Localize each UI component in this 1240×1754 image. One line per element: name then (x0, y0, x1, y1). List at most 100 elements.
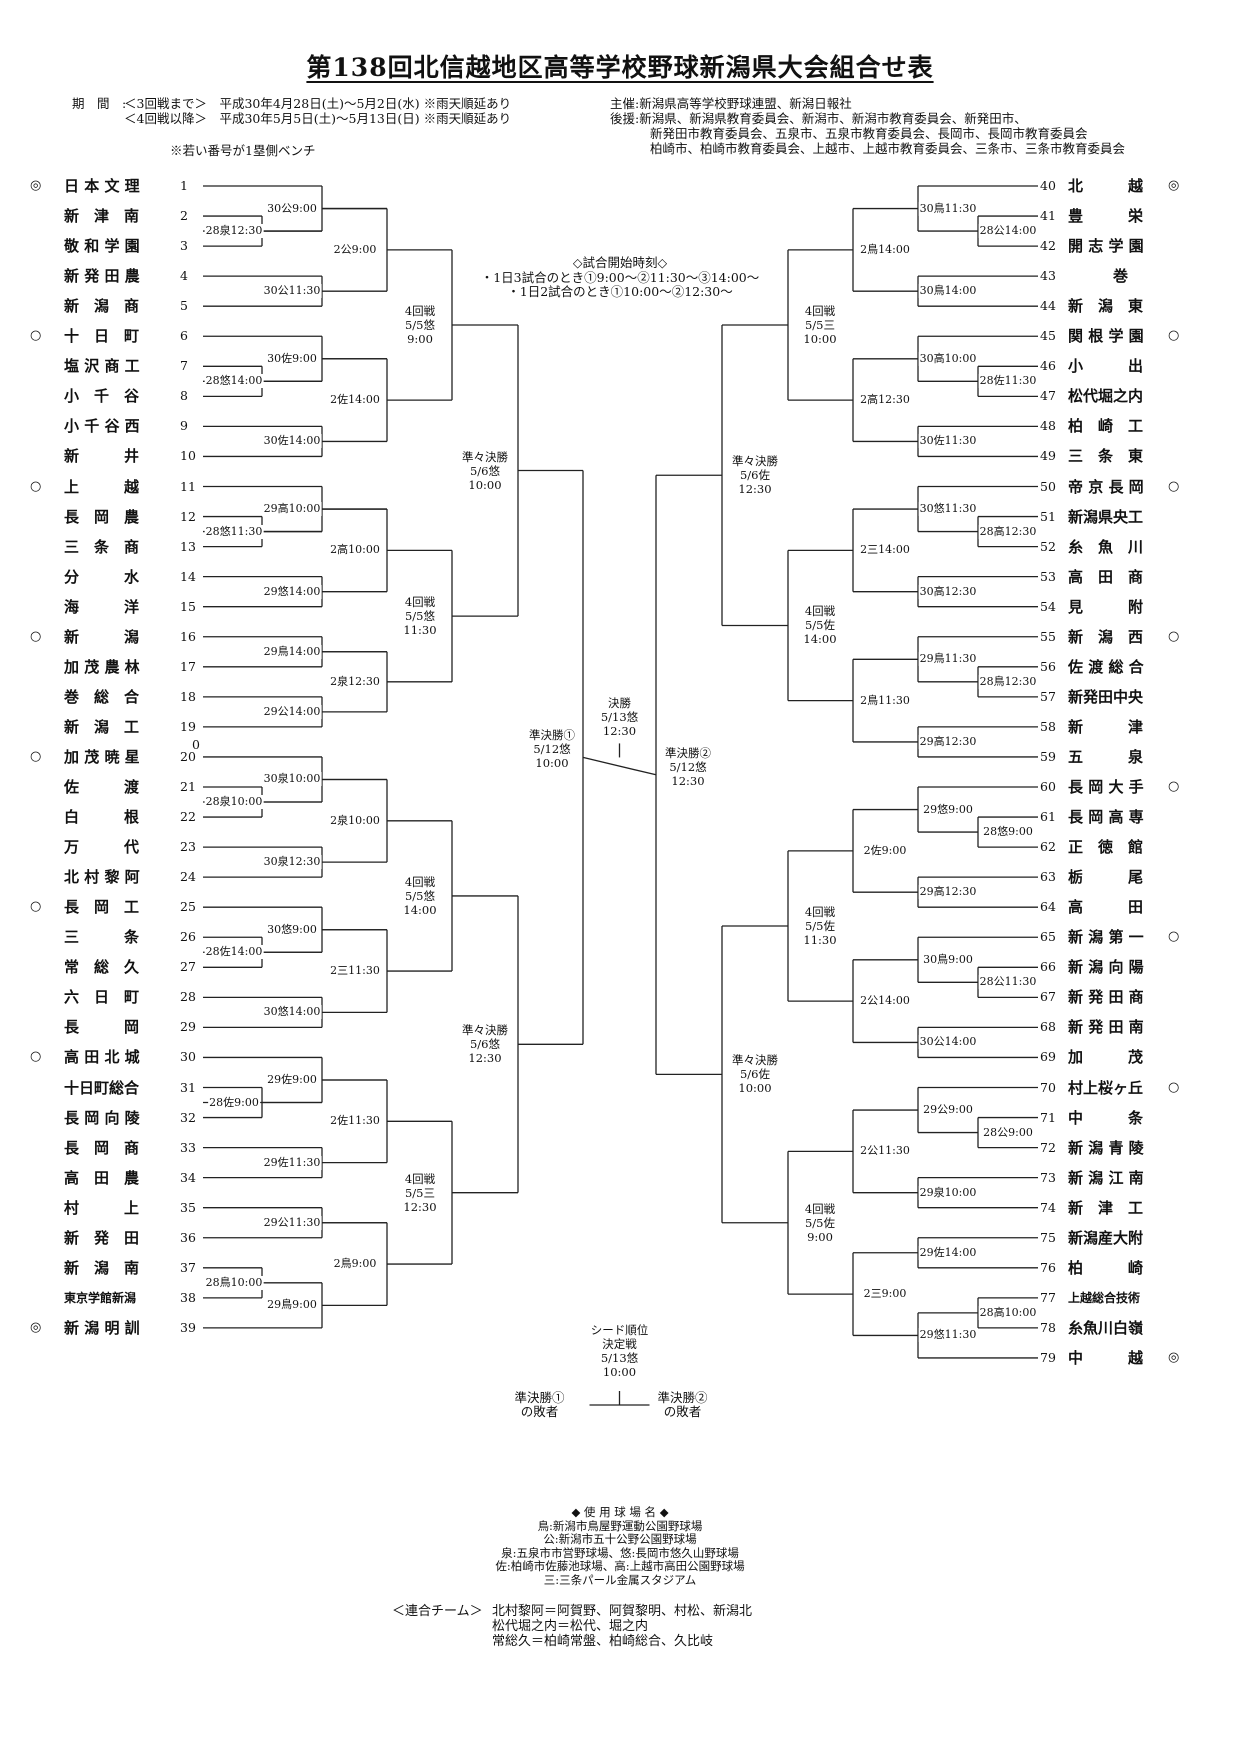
game-left-r2-2: 30佐9:00 (266, 351, 318, 366)
team-left-38: 東京学館新潟 (64, 1290, 137, 1305)
team-number-right-50: 50 (1040, 478, 1056, 494)
team-number-left-10: 10 (180, 448, 196, 464)
team-number-left-26: 26 (180, 929, 196, 945)
team-right-51: 新潟県央工 (1068, 507, 1144, 526)
seed-mark-left-25: ○ (30, 899, 42, 915)
final-game-date: 5/13悠 (600, 710, 639, 725)
team-right-57: 新発田中央 (1068, 687, 1144, 706)
team-number-right-42: 42 (1040, 238, 1056, 254)
team-number-right-76: 76 (1040, 1259, 1056, 1275)
game-left-r2-11: 30悠14:00 (262, 1005, 322, 1020)
team-right-45: 関 根 学 園 (1068, 327, 1144, 346)
team-number-right-65: 65 (1040, 929, 1056, 945)
team-right-67: 新 発 田 商 (1068, 988, 1144, 1007)
team-right-65: 新 潟 第 一 (1068, 928, 1144, 947)
game-right-r1-1: 28佐11:30 (978, 374, 1038, 389)
game-left-r4-0-date: 5/5悠 (404, 317, 436, 332)
seed-mark-right-70: ○ (1168, 1079, 1180, 1095)
start-times-box: ◇試合開始時刻◇ ・1日3試合のとき①9:00～②11:30～③14:00～ ・… (440, 255, 800, 300)
game-right-r3-4: 2佐9:00 (862, 843, 908, 858)
game-right-r3-6: 2公11:30 (859, 1144, 911, 1159)
seed-mark-right-50: ○ (1168, 478, 1180, 494)
venue-line-2: 公:新潟市五十公野公園野球場 (543, 1532, 697, 1546)
game-left-qf-0-round: 準々決勝 (462, 449, 508, 464)
host-text: 主催:新潟県高等学校野球連盟、新潟日報社 (610, 96, 852, 111)
team-number-right-43: 43 (1040, 268, 1056, 284)
game-right-r2-1: 30鳥14:00 (918, 284, 978, 299)
joint-teams-line-2: 松代堀之内＝松代、堀之内 (492, 1619, 649, 1634)
seed-mark-left-20: ○ (30, 748, 42, 764)
final-game-time: 12:30 (602, 724, 637, 739)
game-right-r4-2-date: 5/5佐 (804, 918, 835, 933)
game-left-r3-4: 2泉10:00 (329, 813, 381, 828)
game-right-r2-11: 30公14:00 (918, 1035, 978, 1050)
team-left-32: 長 岡 向 陵 (64, 1108, 140, 1127)
game-left-r4-1-time: 11:30 (403, 623, 437, 638)
game-right-r4-1-round: 4回戦 (804, 604, 836, 619)
team-number-right-78: 78 (1040, 1319, 1056, 1335)
game-right-r2-14: 29佐14:00 (918, 1245, 978, 1260)
game-left-r2-12: 29佐9:00 (266, 1072, 318, 1087)
team-left-4: 新 発 田 農 (64, 267, 140, 286)
game-left-qf-1-time: 12:30 (468, 1051, 502, 1066)
team-number-right-49: 49 (1040, 448, 1056, 464)
team-number-left-5: 5 (180, 298, 188, 314)
venue-box: ◆ 使 用 球 場 名 ◆ 鳥:新潟市鳥屋野運動公園野球場 公:新潟市五十公野公… (440, 1505, 800, 1587)
joint-teams-line-3: 常総久＝柏崎常盤、柏崎総合、久比岐 (492, 1634, 714, 1649)
team-left-37: 新 潟 南 (64, 1258, 140, 1277)
game-left-r1-4: 28佐14:00 (204, 945, 264, 960)
team-right-78: 糸魚川白嶺 (1068, 1318, 1144, 1337)
team-number-left-33: 33 (180, 1139, 196, 1155)
team-right-46: 小 出 (1068, 357, 1144, 376)
game-left-r1-1: 28悠14:00 (204, 374, 264, 389)
game-left-r2-8: 30泉10:00 (262, 772, 322, 787)
seed-mark-right-45: ○ (1168, 328, 1180, 344)
game-right-r4-0-date: 5/5三 (804, 317, 835, 332)
team-number-left-3: 3 (180, 238, 188, 254)
team-left-9: 小 千 谷 西 (64, 417, 140, 436)
team-left-31: 十日町総合 (64, 1078, 140, 1097)
team-right-69: 加 茂 (1068, 1048, 1144, 1067)
game-left-r2-0: 30公9:00 (266, 201, 318, 216)
team-right-54: 見 附 (1068, 597, 1144, 616)
game-right-r3-5: 2公14:00 (859, 994, 911, 1009)
team-number-left-37: 37 (180, 1259, 196, 1275)
team-left-6: 十 日 町 (64, 327, 140, 346)
period-line-2: ＜4回戦以降＞ 平成30年5月5日(土)～5月13日(日) ※雨天順延あり (124, 111, 512, 126)
seed-mark-right-60: ○ (1168, 779, 1180, 794)
team-left-5: 新 潟 商 (64, 297, 140, 316)
team-right-50: 帝 京 長 岡 (1068, 477, 1144, 496)
game-left-r4-2-date: 5/5悠 (404, 888, 435, 903)
game-left-r3-2: 2高10:00 (329, 543, 381, 558)
game-left-r3-0: 2公9:00 (332, 242, 378, 257)
team-right-74: 新 津 工 (1068, 1198, 1144, 1217)
start-times-line-1: ・1日3試合のとき①9:00～②11:30～③14:00～ (480, 269, 760, 285)
team-number-left-15: 15 (180, 598, 196, 614)
team-right-49: 三 条 東 (1068, 447, 1144, 466)
game-left-r2-13: 29佐11:30 (262, 1155, 322, 1170)
team-right-71: 中 条 (1068, 1108, 1144, 1127)
game-right-r3-2: 2三14:00 (859, 543, 911, 558)
game-left-r4-1-round: 4回戦 (404, 595, 436, 610)
team-number-left-9: 9 (180, 418, 188, 434)
team-number-left-12: 12 (180, 508, 196, 524)
page-title: 第138回北信越地区高等学校野球新潟県大会組合せ表 (306, 53, 934, 82)
game-left-r1-3: 28泉10:00 (204, 795, 264, 810)
team-number-left-14: 14 (180, 568, 196, 584)
team-left-12: 長 岡 農 (64, 507, 140, 526)
game-left-r4-3-date: 5/5三 (404, 1185, 435, 1200)
team-right-52: 糸 魚 川 (1068, 537, 1144, 556)
game-right-r3-1: 2高12:30 (859, 393, 911, 408)
game-right-sf-time: 12:30 (671, 773, 705, 788)
team-number-left-32: 32 (180, 1109, 196, 1125)
team-number-right-44: 44 (1040, 298, 1056, 314)
team-number-right-66: 66 (1040, 959, 1056, 975)
team-right-40: 北 越 (1068, 177, 1144, 195)
team-left-34: 高 田 農 (64, 1168, 140, 1187)
game-right-qf-1-date: 5/6佐 (739, 1067, 770, 1082)
game-left-r2-3: 30佐14:00 (262, 434, 322, 449)
